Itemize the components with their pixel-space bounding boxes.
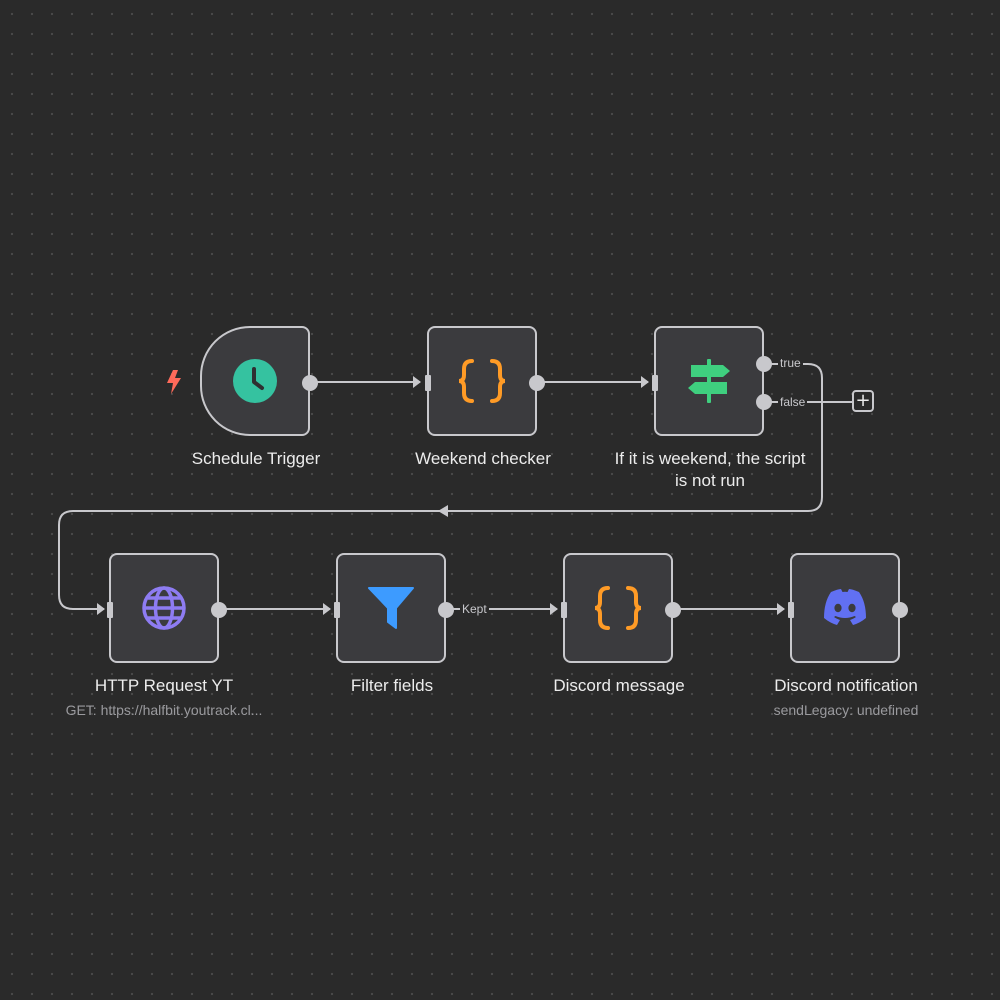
- edge-arrowhead: [777, 603, 785, 615]
- code-braces-icon: [594, 586, 642, 630]
- node-label-if-weekend-line1: If it is weekend, the script: [614, 449, 806, 468]
- edge-label-kept: Kept: [460, 602, 489, 616]
- add-node-button[interactable]: +: [852, 390, 874, 412]
- output-port-false[interactable]: [756, 394, 772, 410]
- input-port[interactable]: [425, 375, 431, 391]
- output-port[interactable]: [892, 602, 908, 618]
- clock-icon: [233, 359, 277, 403]
- output-port[interactable]: [302, 375, 318, 391]
- node-label-discord-message: Discord message: [553, 676, 685, 695]
- node-label-schedule-trigger: Schedule Trigger: [191, 449, 321, 468]
- node-schedule-trigger[interactable]: [200, 326, 318, 436]
- branch-label-false: false: [778, 395, 808, 409]
- input-port[interactable]: [107, 602, 113, 618]
- output-port-true[interactable]: [756, 356, 772, 372]
- output-port[interactable]: [529, 375, 545, 391]
- node-subtitle-http-request: GET: https://halfbit.youtrack.cl...: [65, 702, 263, 718]
- funnel-icon: [368, 587, 414, 629]
- input-port[interactable]: [334, 602, 340, 618]
- node-filter-fields[interactable]: [334, 553, 454, 663]
- output-port[interactable]: [438, 602, 454, 618]
- output-port[interactable]: [665, 602, 681, 618]
- lightning-bolt-icon: [167, 370, 181, 394]
- code-braces-icon: [458, 359, 506, 403]
- edge-arrowhead: [550, 603, 558, 615]
- edge-arrowhead: [97, 603, 105, 615]
- edge-direction-arrow: [438, 505, 448, 517]
- discord-icon: [824, 589, 866, 625]
- input-port[interactable]: [788, 602, 794, 618]
- node-if-weekend[interactable]: [652, 326, 772, 436]
- edge-arrowhead: [323, 603, 331, 615]
- input-port[interactable]: [652, 375, 658, 391]
- signpost-icon: [688, 359, 730, 403]
- node-weekend-checker[interactable]: [425, 326, 545, 436]
- node-label-filter-fields: Filter fields: [350, 676, 434, 695]
- node-discord-notification[interactable]: [788, 553, 908, 663]
- node-label-discord-notification: Discord notification: [774, 676, 918, 695]
- edge-arrowhead: [413, 376, 421, 388]
- node-http-request[interactable]: [107, 553, 227, 663]
- output-port[interactable]: [211, 602, 227, 618]
- node-label-if-weekend-line2: is not run: [675, 471, 745, 490]
- branch-label-true: true: [778, 356, 803, 370]
- node-label-http-request: HTTP Request YT: [94, 676, 234, 695]
- node-label-weekend-checker: Weekend checker: [415, 449, 551, 468]
- edge-arrowhead: [641, 376, 649, 388]
- node-discord-message[interactable]: [561, 553, 681, 663]
- input-port[interactable]: [561, 602, 567, 618]
- node-subtitle-discord-notification: sendLegacy: undefined: [773, 702, 919, 718]
- globe-icon: [142, 586, 186, 630]
